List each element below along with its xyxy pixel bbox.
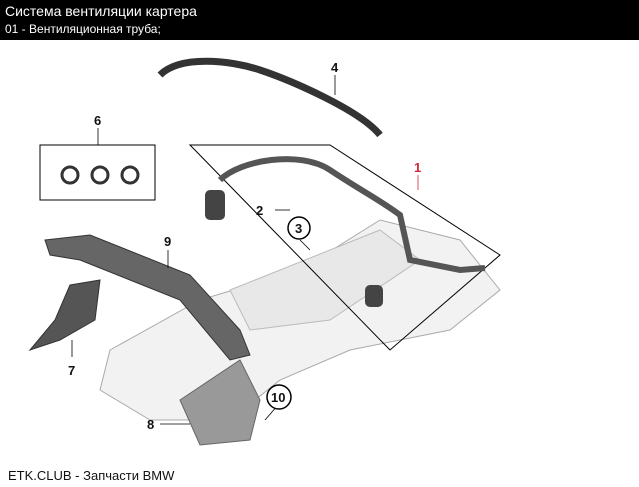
footer-watermark: ETK.CLUB - Запчасти BMW [8, 468, 175, 483]
part-6-kit[interactable] [39, 144, 156, 201]
callout-3-circle [287, 216, 311, 240]
callout-9[interactable]: 9 [164, 234, 171, 249]
parts-diagram: 6 4 1 2 3 9 7 8 10 [28, 57, 501, 446]
callout-3[interactable]: 3 [295, 221, 302, 236]
part-connector [365, 285, 383, 307]
selected-part-label: 01 - Вентиляционная труба; [5, 22, 161, 36]
callout-10-circle [266, 384, 292, 410]
detail-frame [188, 144, 501, 351]
header-bar: Система вентиляции картера 01 - Вентиляц… [0, 0, 639, 40]
callout-1[interactable]: 1 [414, 160, 421, 175]
part-connector [205, 190, 225, 220]
callout-6[interactable]: 6 [94, 113, 101, 128]
diagram-title: Система вентиляции картера [5, 3, 197, 19]
part-4-hose[interactable] [157, 57, 383, 138]
callout-8[interactable]: 8 [147, 417, 154, 432]
part-8-cover [179, 359, 261, 446]
callout-2[interactable]: 2 [256, 203, 263, 218]
callout-7[interactable]: 7 [68, 363, 75, 378]
callout-10[interactable]: 10 [271, 390, 285, 405]
part-7-shield[interactable] [28, 279, 101, 352]
intake-manifold[interactable] [99, 219, 501, 446]
part-9-bracket[interactable] [44, 234, 251, 361]
part-1-vent-pipe[interactable] [217, 156, 486, 274]
callout-4[interactable]: 4 [331, 60, 339, 75]
